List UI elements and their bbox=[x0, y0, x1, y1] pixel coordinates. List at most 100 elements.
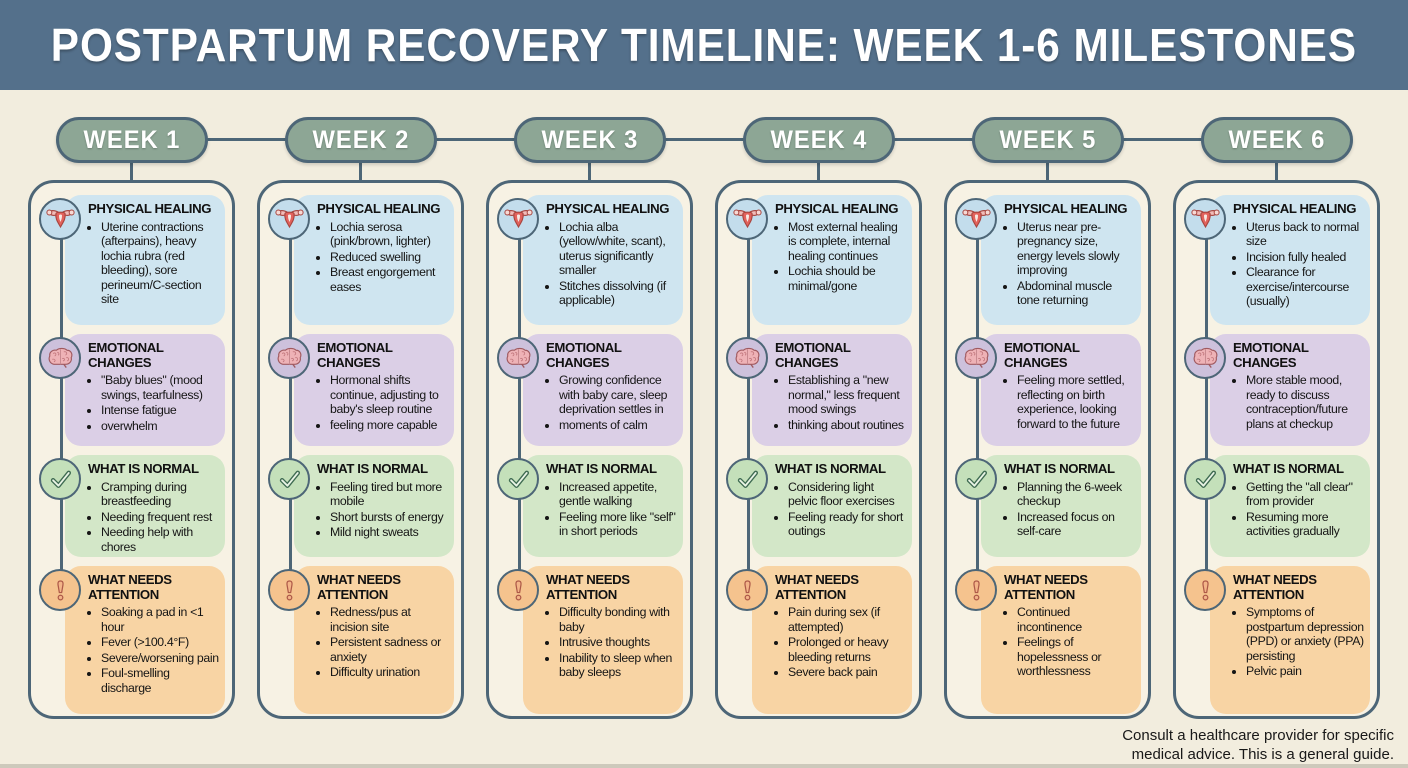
week-pill: WEEK 1 bbox=[55, 117, 208, 163]
section-box: WHAT NEEDS ATTENTION Continued incontine… bbox=[981, 566, 1141, 714]
bullet-item: Cramping during breastfeeding bbox=[101, 480, 219, 509]
bullet-list: Lochia alba (yellow/white, scant), uteru… bbox=[546, 220, 677, 308]
bullet-item: feeling more capable bbox=[330, 418, 448, 433]
section-box: WHAT NEEDS ATTENTION Redness/pus at inci… bbox=[294, 566, 454, 714]
bullet-item: Short bursts of energy bbox=[330, 510, 448, 525]
bullet-item: Feeling more settled, reflecting on birt… bbox=[1017, 373, 1135, 431]
bullet-list: Uterine contractions (afterpains), heavy… bbox=[88, 220, 219, 307]
section-title: PHYSICAL HEALING bbox=[1004, 201, 1128, 216]
exclamation-icon bbox=[268, 569, 310, 611]
section-title: WHAT NEEDS ATTENTION bbox=[546, 572, 630, 602]
bullet-item: Hormonal shifts continue, adjusting to b… bbox=[330, 373, 448, 417]
bullet-list: Lochia serosa (pink/brown, lighter) Redu… bbox=[317, 220, 448, 295]
bullet-list: Growing confidence with baby care, sleep… bbox=[546, 373, 677, 432]
section-title: WHAT IS NORMAL bbox=[317, 461, 428, 476]
section-title: WHAT NEEDS ATTENTION bbox=[1233, 572, 1317, 602]
week-column-4: WEEK 4 PHYSICAL HEALING Most external he… bbox=[715, 117, 922, 719]
section-box: EMOTIONAL CHANGES Establishing a "new no… bbox=[752, 334, 912, 446]
bullet-item: Intrusive thoughts bbox=[559, 635, 677, 650]
bullet-list: More stable mood, ready to discuss contr… bbox=[1233, 373, 1364, 431]
bullet-item: Severe back pain bbox=[788, 665, 906, 680]
section-title: PHYSICAL HEALING bbox=[775, 201, 899, 216]
checkmark-icon bbox=[1184, 458, 1226, 500]
section-title: PHYSICAL HEALING bbox=[546, 201, 670, 216]
week-pill: WEEK 5 bbox=[971, 117, 1124, 163]
bullet-list: Getting the "all clear" from provider Re… bbox=[1233, 480, 1364, 539]
uterus-icon bbox=[1184, 198, 1226, 240]
bullet-item: Stitches dissolving (if applicable) bbox=[559, 279, 677, 308]
bullet-item: Mild night sweats bbox=[330, 525, 448, 540]
section-box: WHAT IS NORMAL Cramping during breastfee… bbox=[65, 455, 225, 557]
brain-icon bbox=[955, 337, 997, 379]
checkmark-icon bbox=[726, 458, 768, 500]
bullet-list: Difficulty bonding with baby Intrusive t… bbox=[546, 605, 677, 680]
bullet-item: Considering light pelvic floor exercises bbox=[788, 480, 906, 509]
bullet-item: Lochia should be minimal/gone bbox=[788, 264, 906, 293]
section-title: PHYSICAL HEALING bbox=[1233, 201, 1357, 216]
section-physical-healing: PHYSICAL HEALING Uterus back to normal s… bbox=[1184, 195, 1370, 325]
section-box: PHYSICAL HEALING Lochia alba (yellow/whi… bbox=[523, 195, 683, 325]
week-pill: WEEK 6 bbox=[1200, 117, 1353, 163]
week-column-1: WEEK 1 PHYSICAL HEALING Uterine contract… bbox=[28, 117, 235, 719]
bullet-item: Getting the "all clear" from provider bbox=[1246, 480, 1364, 509]
section-what-is-normal: WHAT IS NORMAL Cramping during breastfee… bbox=[39, 455, 225, 557]
section-what-needs-attention: WHAT NEEDS ATTENTION Continued incontine… bbox=[955, 566, 1141, 714]
section-what-needs-attention: WHAT NEEDS ATTENTION Pain during sex (if… bbox=[726, 566, 912, 714]
checkmark-icon bbox=[497, 458, 539, 500]
week-column-3: WEEK 3 PHYSICAL HEALING Lochia alba (yel… bbox=[486, 117, 693, 719]
icon-connector-line bbox=[747, 218, 750, 590]
section-box: PHYSICAL HEALING Lochia serosa (pink/bro… bbox=[294, 195, 454, 325]
week-column-5: WEEK 5 PHYSICAL HEALING Uterus near pre-… bbox=[944, 117, 1151, 719]
bullet-list: Cramping during breastfeeding Needing fr… bbox=[88, 480, 219, 555]
exclamation-icon bbox=[497, 569, 539, 611]
bullet-list: Feeling tired but more mobile Short burs… bbox=[317, 480, 448, 540]
bullet-item: Uterus back to normal size bbox=[1246, 220, 1364, 249]
section-box: WHAT IS NORMAL Planning the 6-week check… bbox=[981, 455, 1141, 557]
bullet-item: Feeling ready for short outings bbox=[788, 510, 906, 539]
week-card: PHYSICAL HEALING Most external healing i… bbox=[715, 180, 922, 719]
section-box: WHAT IS NORMAL Considering light pelvic … bbox=[752, 455, 912, 557]
bullet-item: thinking about routines bbox=[788, 418, 906, 433]
icon-connector-line bbox=[518, 218, 521, 590]
section-title: WHAT NEEDS ATTENTION bbox=[88, 572, 172, 602]
section-box: WHAT IS NORMAL Increased appetite, gentl… bbox=[523, 455, 683, 557]
section-box: EMOTIONAL CHANGES Growing confidence wit… bbox=[523, 334, 683, 446]
section-what-needs-attention: WHAT NEEDS ATTENTION Redness/pus at inci… bbox=[268, 566, 454, 714]
bullet-item: Lochia alba (yellow/white, scant), uteru… bbox=[559, 220, 677, 278]
section-title: EMOTIONAL CHANGES bbox=[317, 340, 393, 370]
section-emotional-changes: EMOTIONAL CHANGES More stable mood, read… bbox=[1184, 334, 1370, 446]
bullet-item: Feelings of hopelessness or worthlessnes… bbox=[1017, 635, 1135, 679]
section-what-is-normal: WHAT IS NORMAL Considering light pelvic … bbox=[726, 455, 912, 557]
bullet-list: Redness/pus at incision site Persistent … bbox=[317, 605, 448, 680]
section-physical-healing: PHYSICAL HEALING Lochia serosa (pink/bro… bbox=[268, 195, 454, 325]
brain-icon bbox=[268, 337, 310, 379]
section-box: WHAT IS NORMAL Feeling tired but more mo… bbox=[294, 455, 454, 557]
section-what-is-normal: WHAT IS NORMAL Getting the "all clear" f… bbox=[1184, 455, 1370, 557]
bullet-item: Uterus near pre-pregnancy size, energy l… bbox=[1017, 220, 1135, 278]
section-box: WHAT NEEDS ATTENTION Difficulty bonding … bbox=[523, 566, 683, 714]
bullet-item: More stable mood, ready to discuss contr… bbox=[1246, 373, 1364, 431]
uterus-icon bbox=[497, 198, 539, 240]
section-box: EMOTIONAL CHANGES More stable mood, read… bbox=[1210, 334, 1370, 446]
bullet-item: Symptoms of postpartum depression (PPD) … bbox=[1246, 605, 1364, 663]
week-label: WEEK 1 bbox=[83, 125, 180, 154]
bullet-list: Continued incontinence Feelings of hopel… bbox=[1004, 605, 1135, 679]
section-title: WHAT IS NORMAL bbox=[546, 461, 657, 476]
exclamation-icon bbox=[955, 569, 997, 611]
section-title: WHAT IS NORMAL bbox=[1004, 461, 1115, 476]
icon-connector-line bbox=[1205, 218, 1208, 590]
bullet-item: Growing confidence with baby care, sleep… bbox=[559, 373, 677, 417]
section-box: PHYSICAL HEALING Uterine contractions (a… bbox=[65, 195, 225, 325]
bullet-list: Planning the 6-week checkup Increased fo… bbox=[1004, 480, 1135, 539]
brain-icon bbox=[497, 337, 539, 379]
section-emotional-changes: EMOTIONAL CHANGES Feeling more settled, … bbox=[955, 334, 1141, 446]
exclamation-icon bbox=[726, 569, 768, 611]
bullet-item: Incision fully healed bbox=[1246, 250, 1364, 265]
section-box: PHYSICAL HEALING Uterus near pre-pregnan… bbox=[981, 195, 1141, 325]
exclamation-icon bbox=[39, 569, 81, 611]
bullet-list: "Baby blues" (mood swings, tearfulness) … bbox=[88, 373, 219, 433]
section-emotional-changes: EMOTIONAL CHANGES Growing confidence wit… bbox=[497, 334, 683, 446]
uterus-icon bbox=[955, 198, 997, 240]
week-card: PHYSICAL HEALING Uterine contractions (a… bbox=[28, 180, 235, 719]
section-emotional-changes: EMOTIONAL CHANGES "Baby blues" (mood swi… bbox=[39, 334, 225, 446]
